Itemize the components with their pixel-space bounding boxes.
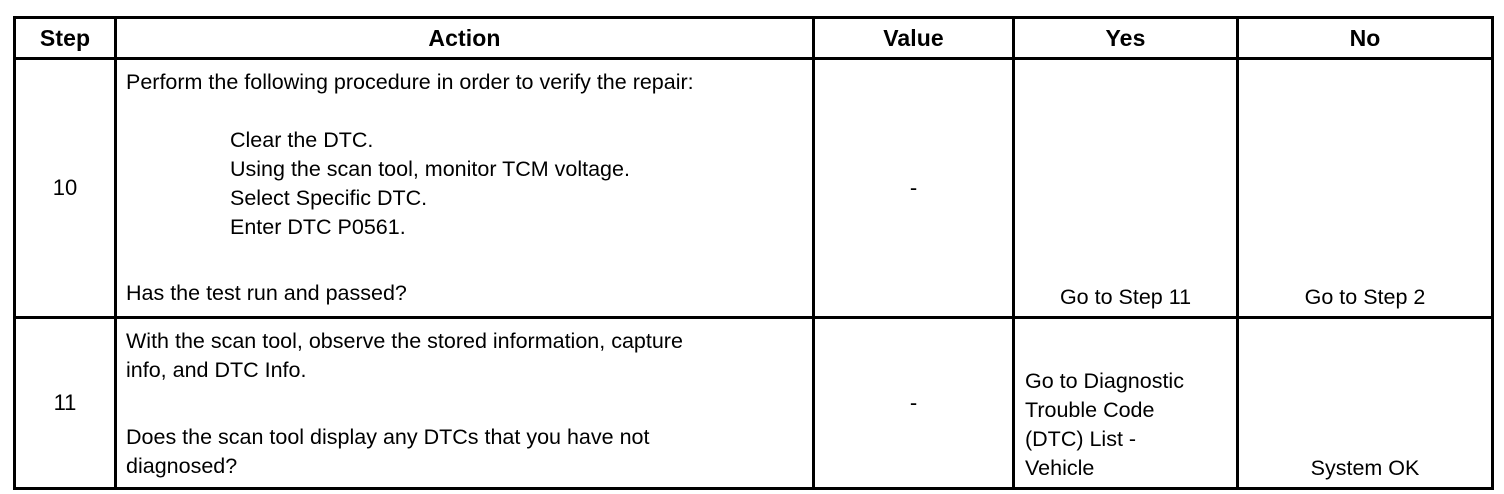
action-body-line: info, and DTC Info. (126, 358, 307, 382)
yes-branch-line: Vehicle (1025, 456, 1095, 480)
action-substep: Using the scan tool, monitor TCM voltage… (230, 157, 630, 181)
value-cell-10: - (812, 57, 1015, 319)
no-branch-cell-10: Go to Step 2 (1236, 57, 1494, 319)
value-text-10: - (909, 175, 918, 200)
step-number-10: 10 (52, 175, 78, 200)
no-branch-text-11: System OK (1310, 456, 1420, 480)
action-question-line: diagnosed? (126, 454, 238, 478)
yes-branch-text-10: Go to Step 11 (1059, 285, 1192, 309)
column-header-no: No (1236, 16, 1494, 60)
step-number-cell-10: 10 (13, 57, 117, 319)
action-substep: Enter DTC P0561. (230, 215, 406, 239)
column-header-value: Value (812, 16, 1015, 60)
action-intro-10: Perform the following procedure in order… (126, 70, 694, 94)
yes-branch-line: (DTC) List - (1025, 427, 1137, 451)
action-body-11: With the scan tool, observe the stored i… (126, 327, 804, 385)
column-header-action: Action (114, 16, 815, 60)
action-question-10: Has the test run and passed? (126, 281, 407, 305)
column-header-action-label: Action (428, 25, 501, 51)
table-row-step-11: 11 With the scan tool, observe the store… (13, 316, 1494, 490)
step-number-11: 11 (53, 390, 77, 415)
action-cell-11: With the scan tool, observe the stored i… (114, 316, 815, 490)
value-text-11: - (909, 390, 918, 415)
column-header-step: Step (13, 16, 117, 60)
action-question-11: Does the scan tool display any DTCs that… (126, 423, 804, 481)
action-body-line: With the scan tool, observe the stored i… (126, 329, 683, 353)
action-cell-10: Perform the following procedure in order… (114, 57, 815, 319)
value-cell-11: - (812, 316, 1015, 490)
diagnostic-procedure-table: Step Action Value Yes No (13, 16, 1494, 490)
yes-branch-cell-10: Go to Step 11 (1012, 57, 1239, 319)
yes-branch-line: Trouble Code (1025, 398, 1155, 422)
column-header-yes-label: Yes (1105, 25, 1146, 51)
yes-branch-cell-11: Go to Diagnostic Trouble Code (DTC) List… (1012, 316, 1239, 490)
table-header-row: Step Action Value Yes No (13, 16, 1494, 60)
step-number-cell-11: 11 (13, 316, 117, 490)
column-header-step-label: Step (39, 25, 91, 51)
column-header-no-label: No (1349, 25, 1381, 51)
table-row-step-10: 10 Perform the following procedure in or… (13, 57, 1494, 319)
column-header-yes: Yes (1012, 16, 1239, 60)
no-branch-text-10: Go to Step 2 (1304, 285, 1426, 309)
action-substep-list-10: Clear the DTC. Using the scan tool, moni… (126, 126, 804, 242)
action-substep: Select Specific DTC. (230, 186, 428, 210)
action-substep: Clear the DTC. (230, 128, 374, 152)
column-header-value-label: Value (883, 25, 944, 51)
yes-branch-line: Go to Diagnostic (1025, 369, 1184, 393)
action-question-line: Does the scan tool display any DTCs that… (126, 425, 650, 449)
no-branch-cell-11: System OK (1236, 316, 1494, 490)
